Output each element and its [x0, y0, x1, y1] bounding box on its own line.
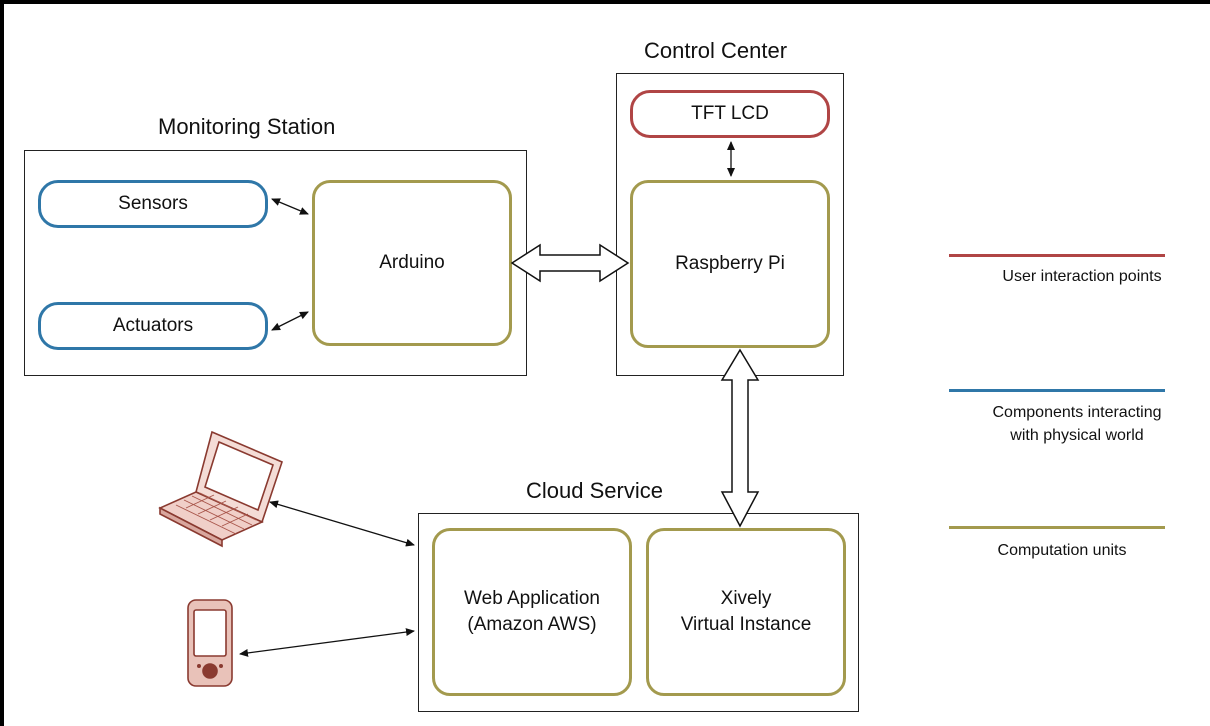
actuators-node: Actuators [38, 302, 268, 350]
legend-physical-label-line2: with physical world [1010, 427, 1144, 445]
xively-instance-label: Virtual Instance [680, 614, 812, 635]
actuators-arduino-link [271, 311, 309, 331]
xively-node: Xively Virtual Instance [646, 528, 846, 696]
cloud-service-title: Cloud Service [526, 478, 663, 503]
tft-lcd-node: TFT LCD [630, 90, 830, 138]
legend-physical-line [949, 389, 1165, 392]
phone-icon [187, 599, 233, 687]
laptop-icon [158, 430, 283, 548]
control-center-title: Control Center [644, 38, 788, 63]
sensors-node: Sensors [38, 180, 268, 228]
arduino-label: Arduino [379, 252, 445, 274]
sensors-label: Sensors [118, 193, 188, 215]
sensors-arduino-link [271, 198, 309, 215]
monitoring-station-title: Monitoring Station [158, 114, 336, 139]
raspberry-pi-node: Raspberry Pi [630, 180, 830, 348]
web-application-node: Web Application (Amazon AWS) [432, 528, 632, 696]
web-application-label: Web Application [464, 588, 600, 610]
arduino-raspberry-link [510, 243, 630, 283]
laptop-webapp-link [269, 500, 415, 547]
raspberry-pi-label: Raspberry Pi [675, 253, 785, 275]
legend-computation-label: Computation units [997, 542, 1127, 559]
xively-label: Xively [720, 588, 772, 610]
phone-webapp-link [239, 628, 415, 657]
legend-physical-label: Components interacting with physical wor… [949, 401, 1205, 447]
legend-user-line [949, 254, 1165, 257]
tft-lcd-label: TFT LCD [691, 103, 769, 125]
legend-computation-line [949, 526, 1165, 529]
arduino-node: Arduino [312, 180, 512, 346]
actuators-label: Actuators [112, 315, 194, 337]
legend-user-label: User interaction points [1002, 268, 1162, 285]
web-application-host-label: (Amazon AWS) [467, 614, 597, 635]
raspberry-xively-link [720, 348, 760, 528]
legend-physical-label-line1: Components interacting [992, 404, 1162, 421]
